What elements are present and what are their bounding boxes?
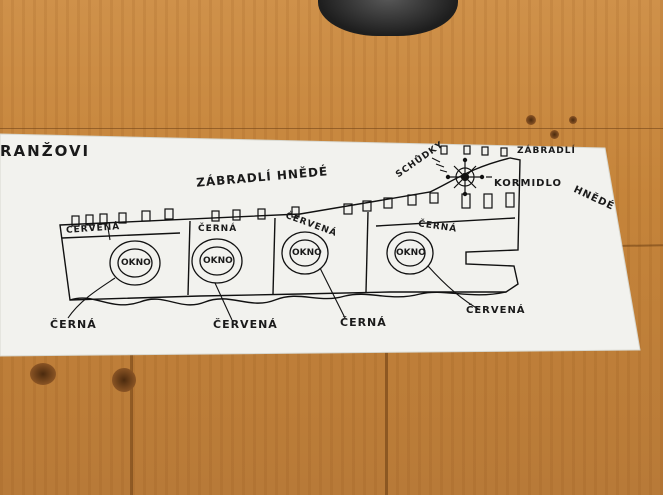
railing-posts [71, 145, 515, 227]
deck-line [61, 232, 181, 239]
plank-gap [0, 128, 663, 129]
deck-line [375, 217, 516, 227]
porthole-outer [386, 231, 434, 275]
porthole-inner [289, 239, 321, 267]
window-label-2: OKNO [203, 256, 233, 266]
window-label-1: OKNO [121, 258, 151, 268]
black-label-1: ČERNÁ [198, 224, 238, 234]
bottom-red-label-1: ČERVENÁ [213, 318, 278, 331]
hull-divider [272, 217, 276, 295]
paper-edge [0, 133, 641, 357]
window-label-4: OKNO [396, 248, 426, 258]
wood-knot [526, 115, 536, 125]
bottom-black-label-1: ČERNÁ [50, 318, 97, 331]
porthole-outer [281, 231, 329, 275]
waves-line [69, 291, 507, 306]
wood-knot [112, 368, 136, 392]
wood-knot [550, 130, 559, 139]
plank-gap [130, 350, 133, 495]
wood-knot [569, 116, 577, 124]
plank-gap [385, 345, 388, 495]
porthole-inner [199, 246, 235, 276]
window-label-3: OKNO [292, 248, 322, 258]
porthole-outer [191, 238, 243, 284]
hull-divider [187, 220, 191, 296]
bottom-red-label-2: ČERVENÁ [466, 305, 526, 316]
helm-wheel-icon [445, 157, 492, 197]
porthole-inner [394, 239, 426, 267]
hull-divider [365, 211, 369, 293]
wood-knot [30, 363, 56, 385]
pointer-lines [67, 227, 481, 321]
helm-label: KORMIDLO [494, 178, 562, 189]
porthole-inner [117, 248, 153, 278]
title-fragment: RANŽOVI [0, 142, 91, 160]
bottom-black-label-2: ČERNÁ [340, 316, 387, 329]
porthole-outer [109, 240, 161, 286]
paper-sheet [0, 134, 640, 356]
stairs-marks [431, 157, 448, 173]
railing-right-label: ZÁBRADLÍ [517, 146, 576, 156]
ship-hull [59, 157, 521, 306]
portholes [109, 231, 434, 286]
